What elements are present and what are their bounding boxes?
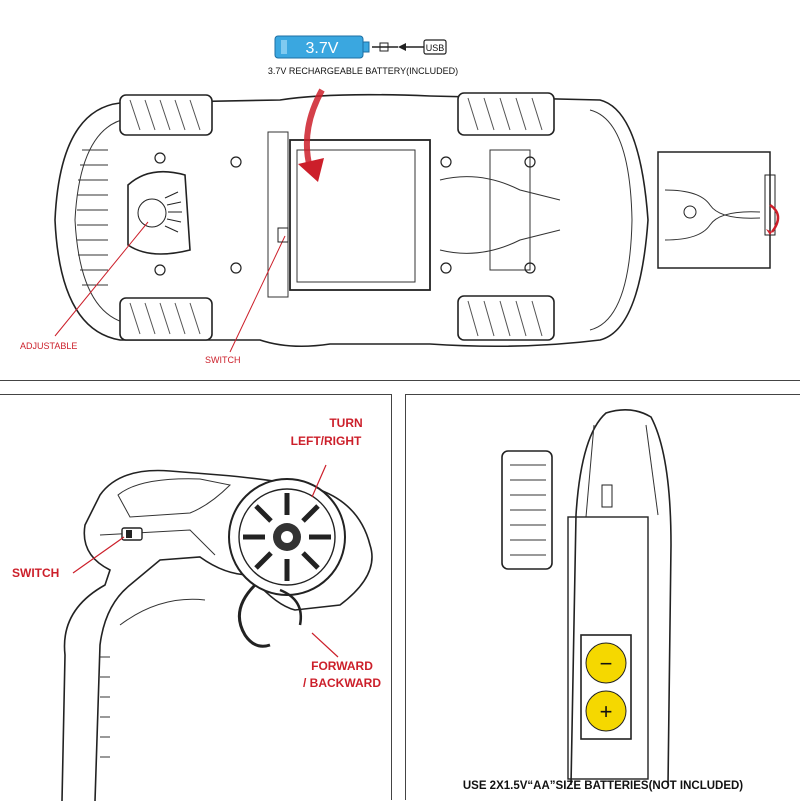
wheel-rear-bottom bbox=[458, 296, 554, 340]
switch-leader-line bbox=[230, 236, 285, 352]
remote-controller-panel: TURN LEFT/RIGHT SWITCH FORWARD / BACKWAR… bbox=[0, 394, 392, 800]
usb-plug-text: USB bbox=[426, 43, 445, 53]
controller-underside bbox=[502, 410, 671, 785]
turn-label-line2: LEFT/RIGHT bbox=[291, 434, 362, 448]
battery-caption: 3.7V RECHARGEABLE BATTERY(INCLUDED) bbox=[268, 66, 458, 76]
remote-controller-drawing: TURN LEFT/RIGHT SWITCH FORWARD / BACKWAR… bbox=[0, 395, 392, 801]
throttle-trigger bbox=[239, 585, 270, 646]
forward-label-line1: FORWARD bbox=[311, 659, 373, 673]
car-chassis-drawing: 3.7V USB 3.7V RECHARGEABLE BATTERY(INCLU… bbox=[0, 0, 800, 381]
battery-plus: + bbox=[586, 691, 626, 731]
battery-insert-arrow bbox=[298, 90, 324, 182]
remote-switch-leader-line bbox=[73, 537, 124, 573]
wheel-front-bottom bbox=[120, 298, 212, 340]
battery-minus: − bbox=[586, 643, 626, 683]
usb-cable-illustration: USB bbox=[372, 40, 446, 54]
remote-switch-knob bbox=[126, 530, 132, 538]
plus-symbol: + bbox=[600, 699, 613, 724]
adjustable-label: ADJUSTABLE bbox=[20, 341, 77, 351]
wheel-front-top bbox=[120, 95, 212, 135]
battery-illustration: 3.7V bbox=[275, 36, 369, 58]
wheel-rear-top bbox=[458, 93, 554, 135]
forward-label-line2: / BACKWARD bbox=[303, 676, 381, 690]
aa-battery-drawing: − + USE 2X1.5V“AA”SIZE BATTERIES(NOT INC… bbox=[406, 395, 800, 801]
wheels bbox=[120, 93, 554, 340]
car-chassis-panel: 3.7V USB 3.7V RECHARGEABLE BATTERY(INCLU… bbox=[0, 0, 800, 381]
steering-wheel bbox=[229, 479, 345, 595]
rear-bumper-detail bbox=[658, 152, 778, 268]
turn-label-line1: TURN bbox=[329, 416, 362, 430]
battery-voltage-text: 3.7V bbox=[306, 40, 339, 57]
aa-caption: USE 2X1.5V“AA”SIZE BATTERIES(NOT INCLUDE… bbox=[463, 780, 743, 792]
car-switch-label: SWITCH bbox=[205, 355, 241, 365]
forward-leader-line bbox=[312, 633, 338, 657]
aa-battery-panel: − + USE 2X1.5V“AA”SIZE BATTERIES(NOT INC… bbox=[405, 394, 800, 800]
remote-switch-label: SWITCH bbox=[12, 566, 59, 580]
minus-symbol: − bbox=[600, 651, 613, 676]
